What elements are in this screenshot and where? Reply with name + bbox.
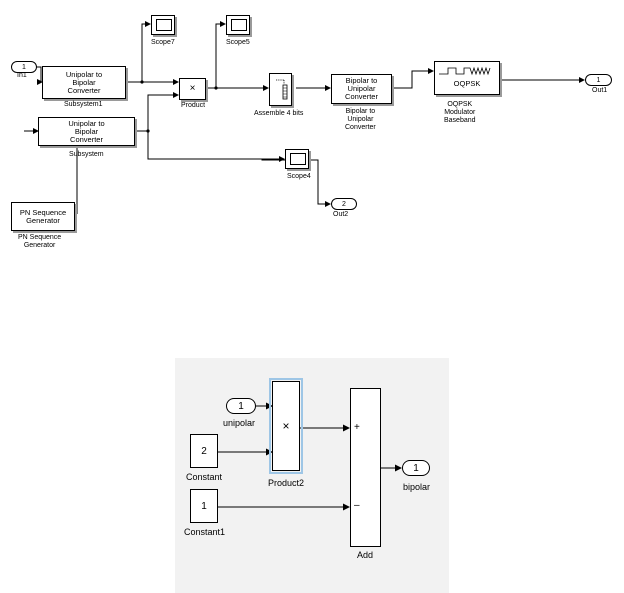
scope-screen-icon [231, 19, 247, 31]
b2u-block[interactable]: Bipolar to Unipolar Converter [331, 74, 392, 104]
subsystem1-label: Subsystem1 [64, 101, 103, 108]
scope4-label: Scope4 [287, 173, 311, 180]
waveform-icon [439, 66, 491, 76]
add-plus-sign: + [354, 422, 360, 433]
pn-sequence-text: PN Sequence Generator [19, 207, 67, 225]
add-label: Add [357, 550, 374, 560]
subsystem-text: Unipolar to Bipolar Converter [68, 118, 105, 144]
assemble-label: Assemble 4 bits [254, 110, 304, 117]
bipolar-port[interactable]: 1 [402, 460, 430, 476]
out2-port[interactable]: 2 [331, 198, 357, 210]
bipolar-label: bipolar [403, 482, 431, 492]
wire-branch-scope5 [215, 21, 226, 88]
oqpsk-label: OQPSK Modulator Baseband [444, 101, 476, 124]
scope5-block[interactable] [226, 15, 250, 35]
b2u-text: Bipolar to Unipolar Converter [345, 76, 378, 101]
scope-screen-icon [290, 153, 306, 165]
scope-screen-icon [156, 19, 172, 31]
oqpsk-text: OQPSK [453, 79, 481, 88]
constant-label: Constant [186, 472, 223, 482]
scope7-label: Scope7 [151, 39, 175, 46]
subsystem1-block[interactable]: Unipolar to Bipolar Converter [42, 66, 126, 99]
branch-point [140, 80, 144, 84]
out2-port-number: 2 [342, 200, 346, 208]
branch-point [214, 86, 218, 90]
scope7-block[interactable] [151, 15, 175, 35]
pn-sequence-label: PN Sequence Generator [18, 234, 62, 249]
in1-port-number: 1 [22, 63, 26, 71]
subsystem1-text: Unipolar to Bipolar Converter [65, 69, 103, 95]
branch-point [146, 129, 150, 133]
wire-subsystem-product [135, 92, 179, 132]
in1-label: In1 [17, 72, 27, 79]
constant-value: 2 [201, 445, 207, 457]
product2-block[interactable]: × [269, 378, 303, 474]
oqpsk-block[interactable]: OQPSK [434, 61, 500, 95]
wire-scope4-out2 [261, 159, 331, 207]
subsystem-label: Subsystem [69, 151, 104, 158]
product2-label: Product2 [268, 478, 305, 488]
out1-label: Out1 [592, 87, 608, 94]
out2-label: Out2 [333, 211, 349, 218]
product-symbol: × [189, 83, 196, 94]
b2u-label: Bipolar to Unipolar Converter [345, 108, 376, 131]
bipolar-port-number: 1 [413, 462, 419, 474]
scope5-label: Scope5 [226, 39, 250, 46]
buffer-icon [275, 79, 287, 99]
subsystem-block[interactable]: Unipolar to Bipolar Converter [38, 117, 135, 146]
product-block[interactable]: × [179, 78, 206, 100]
bottom-subsystem-canvas [175, 358, 449, 593]
add-block[interactable]: + – [350, 388, 381, 547]
unipolar-port-number: 1 [238, 400, 244, 412]
out1-port-number: 1 [596, 76, 601, 84]
wire-branch-scope7 [141, 21, 151, 82]
constant1-label: Constant1 [184, 527, 226, 537]
out1-port[interactable]: 1 [585, 74, 612, 86]
assemble-block[interactable] [269, 73, 292, 106]
unipolar-port[interactable]: 1 [226, 398, 256, 414]
pn-sequence-block[interactable]: PN Sequence Generator [11, 202, 75, 231]
wire-b2u-oqpsk [392, 68, 434, 89]
product-label: Product [181, 102, 206, 109]
scope4-block[interactable] [285, 149, 309, 169]
constant-block[interactable]: 2 [190, 434, 218, 468]
product2-symbol: × [282, 419, 290, 433]
wire-subsystem-scope4 [147, 131, 285, 162]
constant1-value: 1 [201, 500, 207, 512]
add-minus-sign: – [354, 500, 360, 511]
wire-in1-subsystem1 [37, 66, 43, 85]
constant1-block[interactable]: 1 [190, 489, 218, 523]
in1-port[interactable]: 1 [11, 61, 37, 73]
unipolar-label: unipolar [223, 418, 256, 428]
